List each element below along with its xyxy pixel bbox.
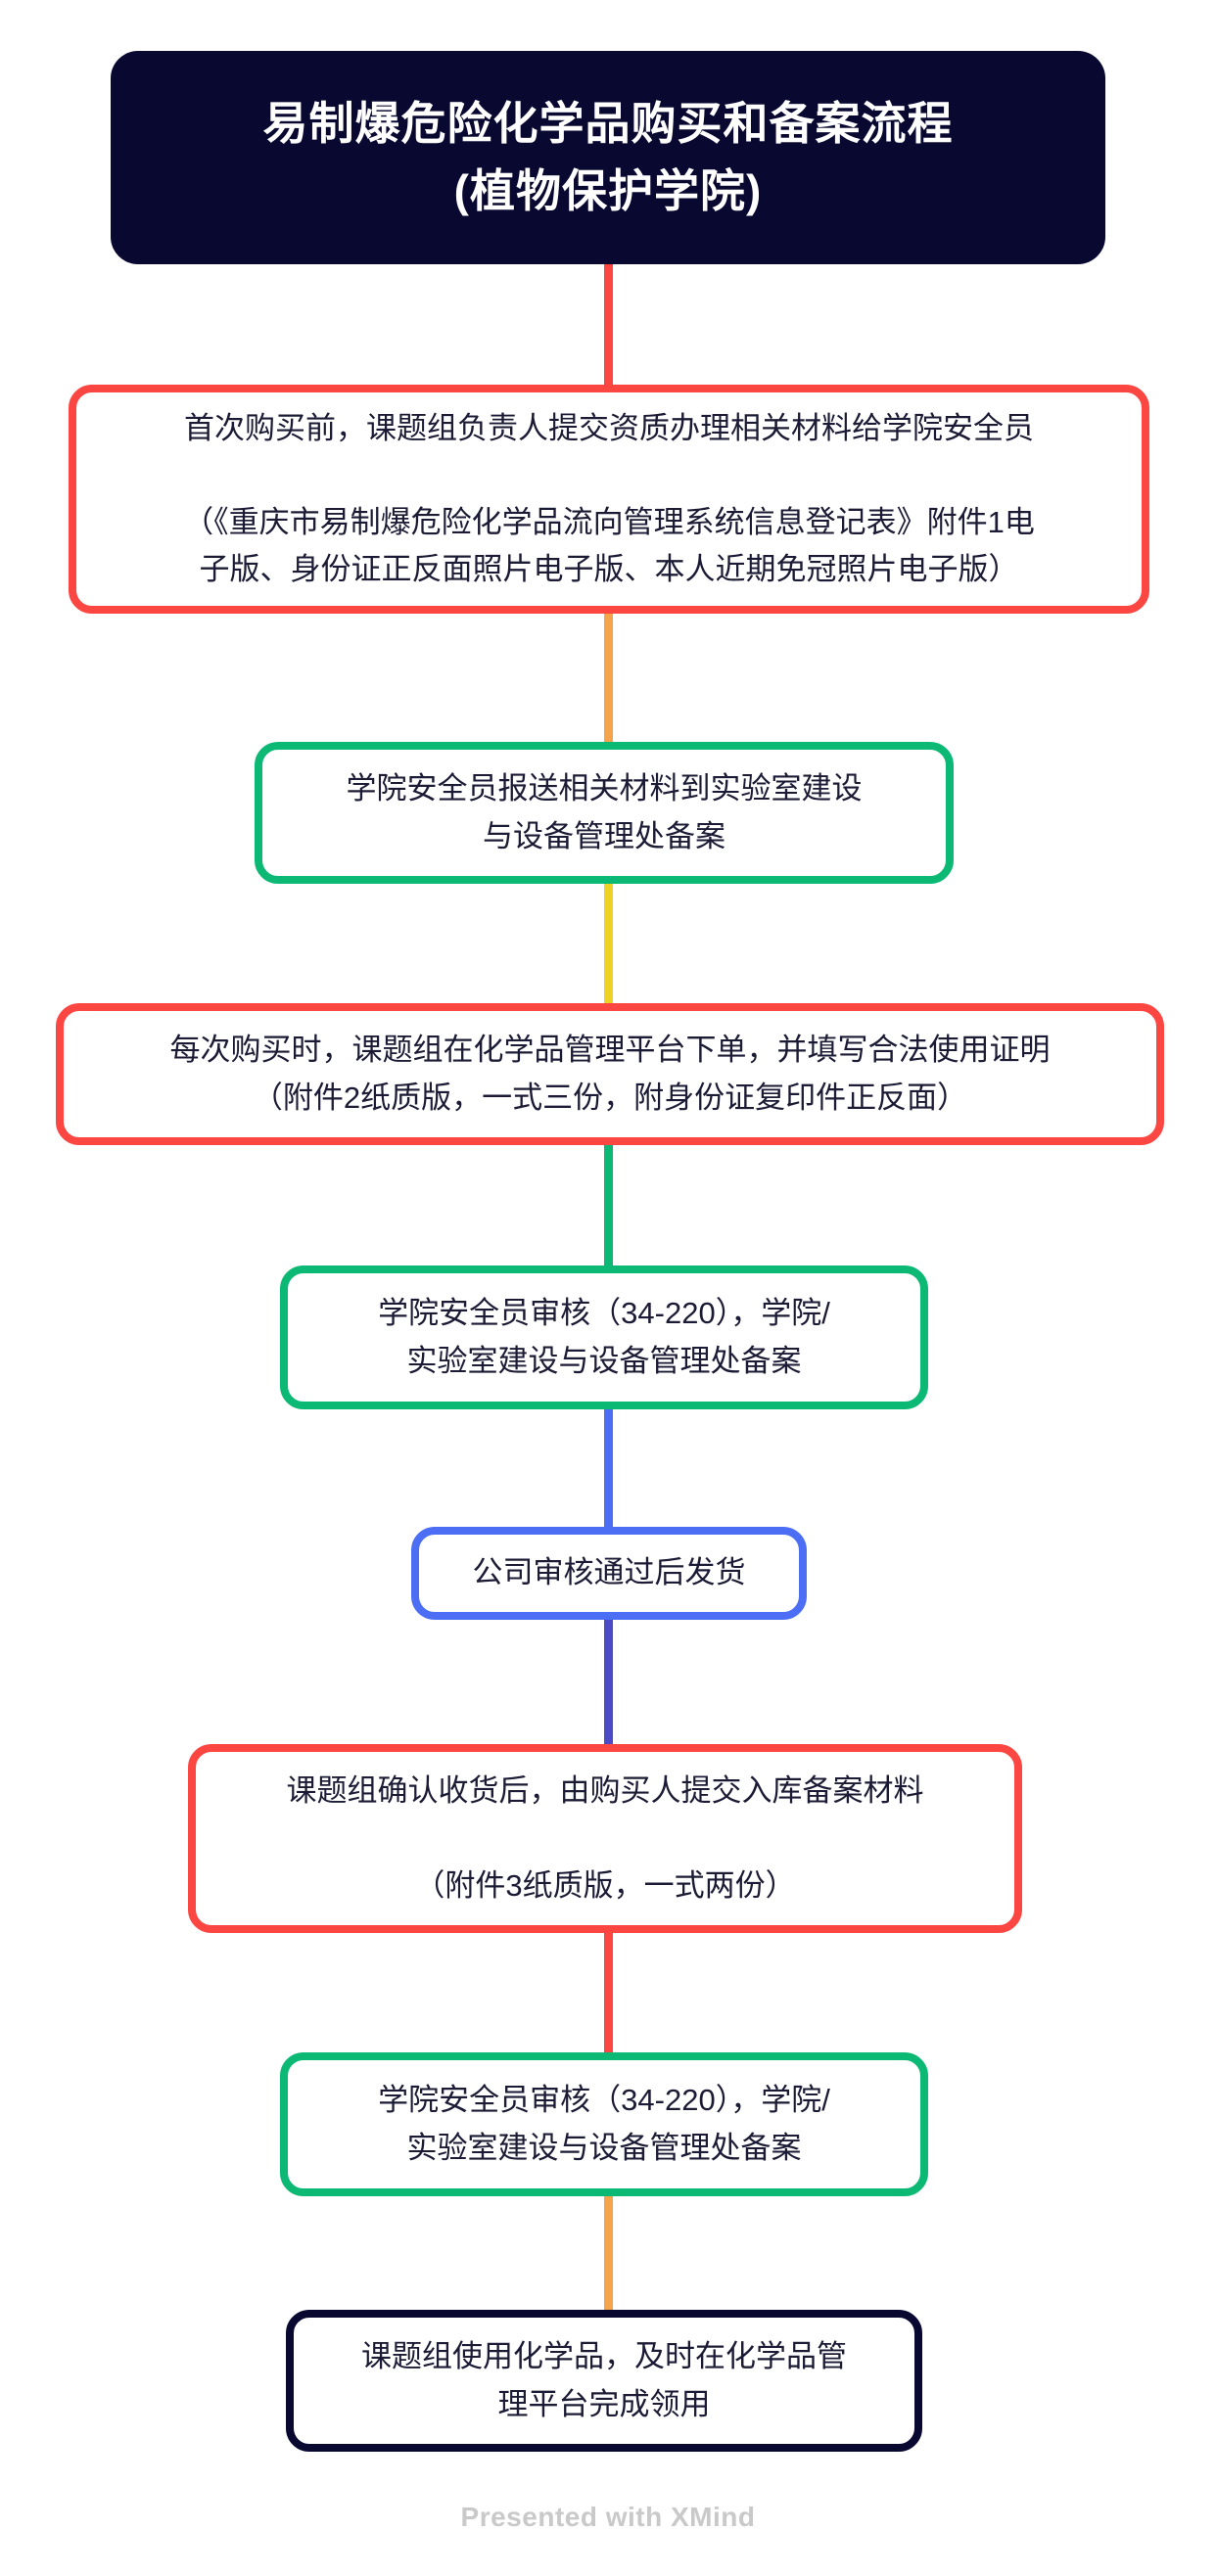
- connector-step4-to-step5: [604, 1409, 613, 1527]
- flow-node-step-3: 每次购买时，课题组在化学品管理平台下单，并填写合法使用证明 （附件2纸质版，一式…: [56, 1003, 1164, 1145]
- flow-node-step-7: 学院安全员审核（34-220），学院/ 实验室建设与设备管理处备案: [280, 2052, 928, 2196]
- connector-step2-to-step3: [604, 884, 613, 1003]
- flowchart-title-text: 易制爆危险化学品购买和备案流程 (植物保护学院): [262, 98, 954, 216]
- flow-node-step-2: 学院安全员报送相关材料到实验室建设 与设备管理处备案: [255, 742, 954, 884]
- connector-title-to-step1: [604, 264, 613, 385]
- flow-node-step-4-text: 学院安全员审核（34-220），学院/ 实验室建设与设备管理处备案: [378, 1296, 830, 1378]
- flow-node-step-8-text: 课题组使用化学品，及时在化学品管 理平台完成领用: [361, 2339, 847, 2421]
- flow-node-step-2-text: 学院安全员报送相关材料到实验室建设 与设备管理处备案: [346, 771, 863, 853]
- connector-step7-to-step8: [604, 2196, 613, 2310]
- connector-step1-to-step2: [604, 614, 613, 742]
- flow-node-step-1: 首次购买前，课题组负责人提交资质办理相关材料给学院安全员 （《重庆市易制爆危险化…: [69, 385, 1149, 614]
- flow-node-step-5-text: 公司审核通过后发货: [472, 1555, 746, 1590]
- flow-node-step-7-text: 学院安全员审核（34-220），学院/ 实验室建设与设备管理处备案: [378, 2083, 830, 2165]
- connector-step6-to-step7: [604, 1933, 613, 2052]
- flow-node-step-5: 公司审核通过后发货: [411, 1527, 807, 1620]
- flow-node-step-1-text: 首次购买前，课题组负责人提交资质办理相关材料给学院安全员 （《重庆市易制爆危险化…: [183, 410, 1035, 587]
- connector-step3-to-step4: [604, 1145, 613, 1265]
- flow-node-step-8: 课题组使用化学品，及时在化学品管 理平台完成领用: [286, 2310, 922, 2452]
- flow-node-step-6: 课题组确认收货后，由购买人提交入库备案材料 （附件3纸质版，一式两份）: [188, 1744, 1022, 1933]
- flow-node-step-3-text: 每次购买时，课题组在化学品管理平台下单，并填写合法使用证明 （附件2纸质版，一式…: [169, 1033, 1051, 1115]
- flow-node-step-4: 学院安全员审核（34-220），学院/ 实验室建设与设备管理处备案: [280, 1265, 928, 1409]
- flowchart-title-box: 易制爆危险化学品购买和备案流程 (植物保护学院): [111, 51, 1105, 264]
- flow-node-step-6-text: 课题组确认收货后，由购买人提交入库备案材料 （附件3纸质版，一式两份）: [286, 1773, 924, 1903]
- connector-step5-to-step6: [604, 1620, 613, 1744]
- xmind-watermark: Presented with XMind: [460, 2502, 756, 2532]
